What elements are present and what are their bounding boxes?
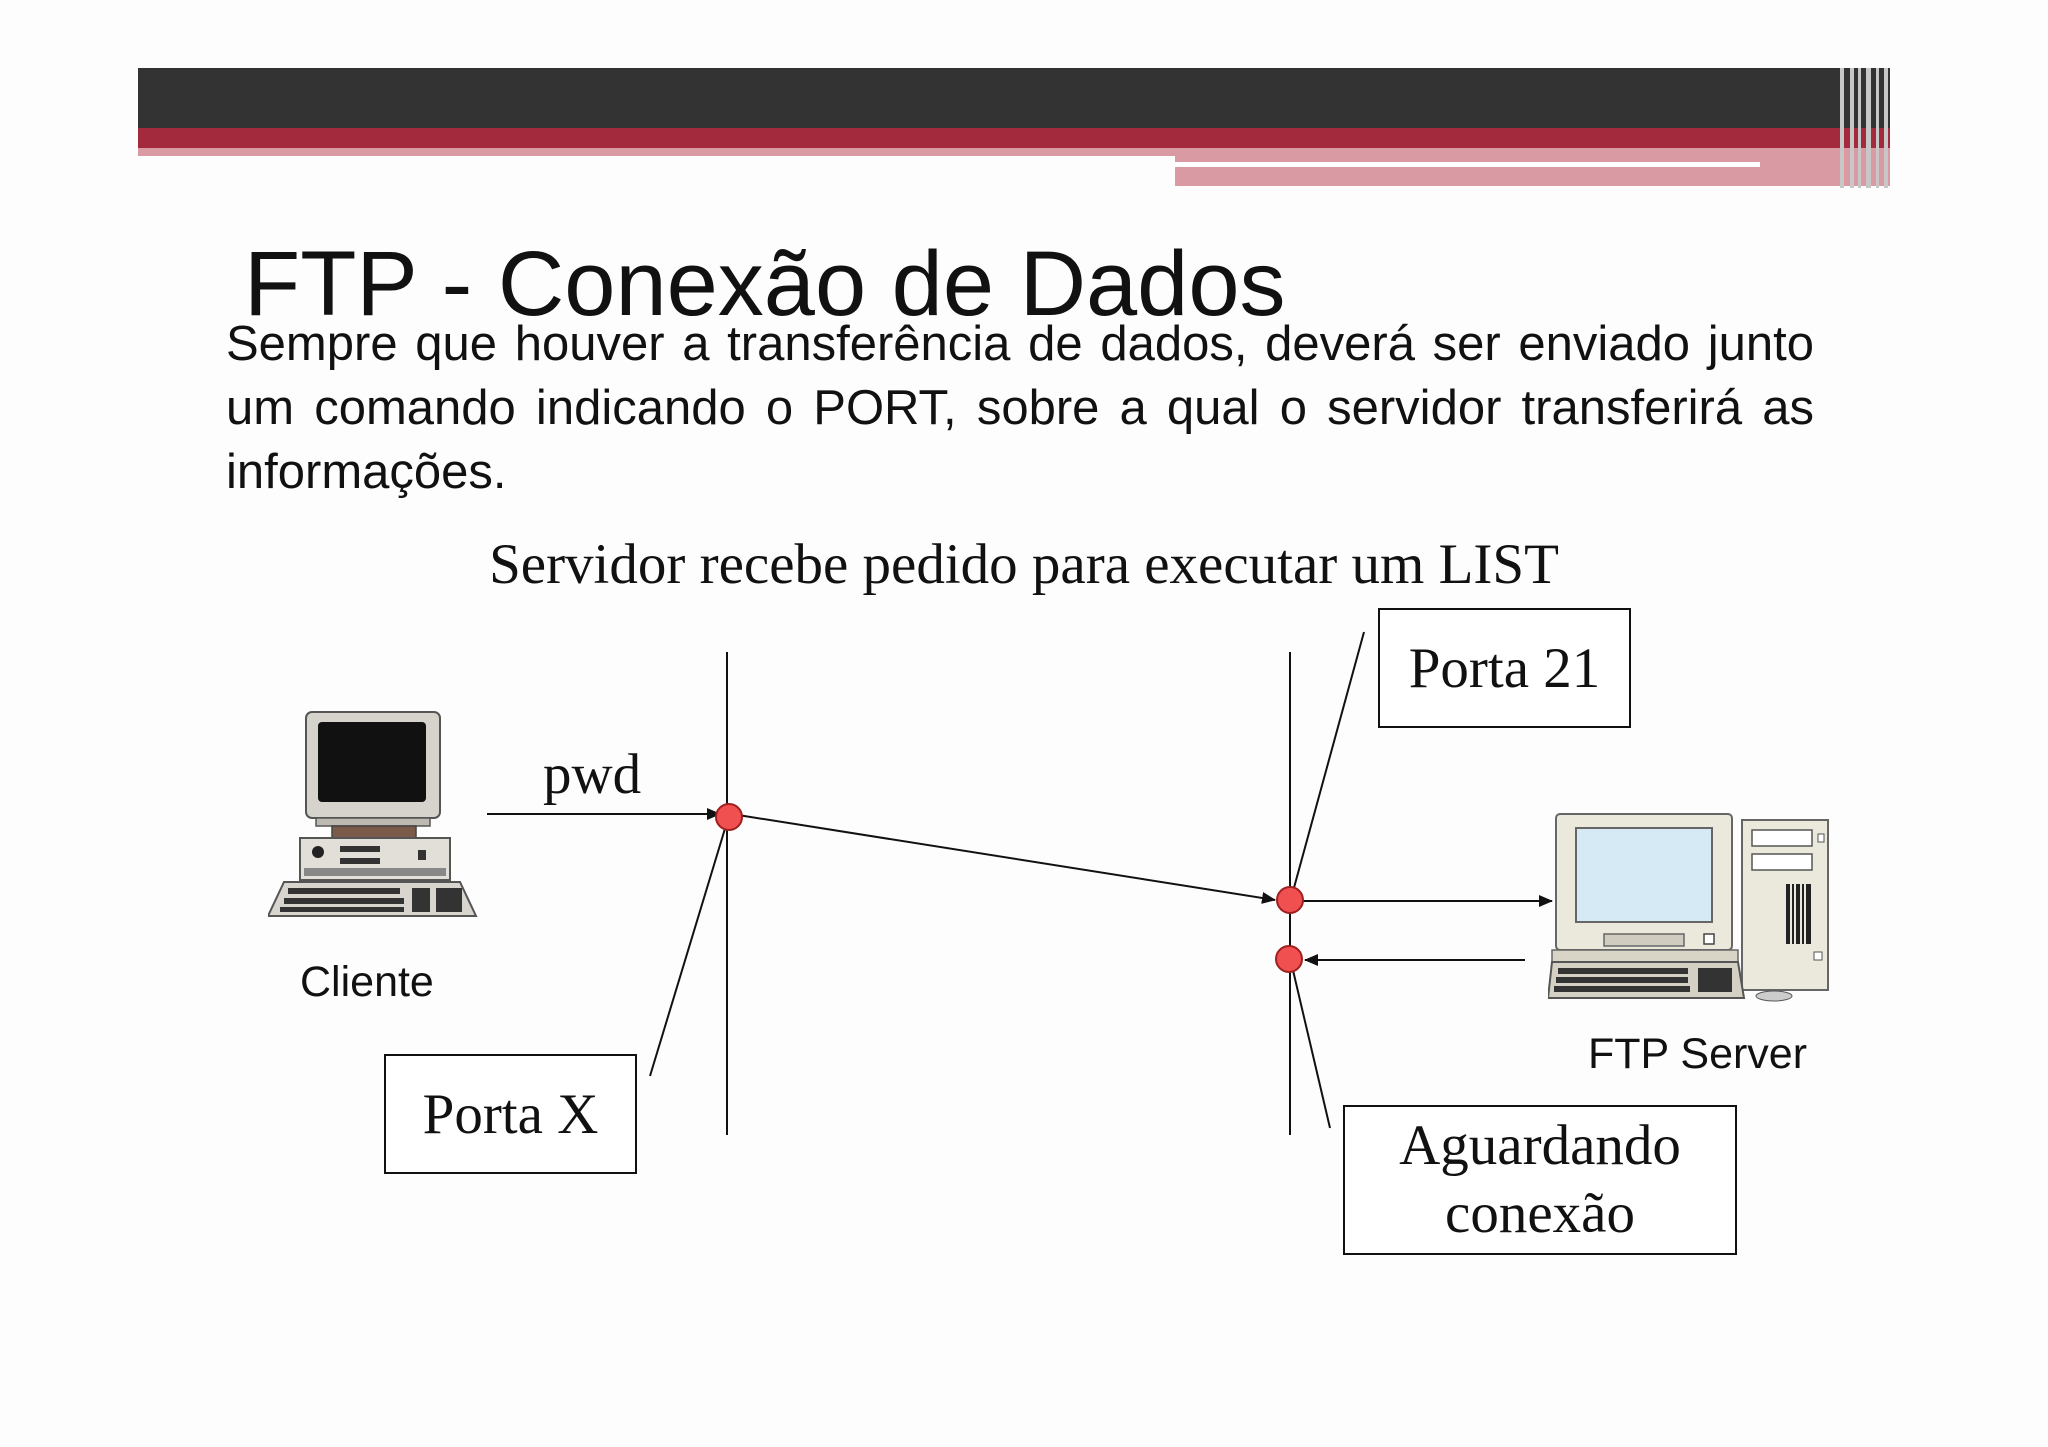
client-port-dot: [715, 803, 743, 831]
aguardando-conexao-label: Aguardando conexão: [1399, 1114, 1681, 1245]
client-label: Cliente: [300, 958, 434, 1006]
slide-body-text: Sempre que houver a transferência de dad…: [226, 317, 1814, 499]
server-port-21-dot: [1276, 886, 1304, 914]
porta-x-label: Porta X: [422, 1082, 599, 1146]
porta-21-label: Porta 21: [1408, 636, 1601, 700]
aguardando-conexao-box: Aguardando conexão: [1343, 1105, 1737, 1255]
porta-21-box: Porta 21: [1378, 608, 1631, 728]
header-banner: [138, 68, 1890, 188]
pwd-command-label: pwd: [543, 743, 642, 806]
client-computer-icon: [268, 711, 478, 917]
porta-x-callout-line: [649, 821, 728, 1077]
slide-title: FTP - Conexão de Dados: [244, 233, 1286, 335]
server-data-port-dot: [1275, 945, 1303, 973]
ftp-server-label: FTP Server: [1588, 1030, 1808, 1078]
porta-x-box: Porta X: [384, 1054, 637, 1174]
porta-21-callout-line: [1291, 631, 1365, 896]
command-connection-arrow: [737, 814, 1276, 904]
aguardando-callout-line: [1291, 965, 1331, 1129]
diagram-caption: Servidor recebe pedido para executar um …: [489, 533, 1559, 596]
ftp-server-computer-icon: [1548, 813, 1829, 1002]
